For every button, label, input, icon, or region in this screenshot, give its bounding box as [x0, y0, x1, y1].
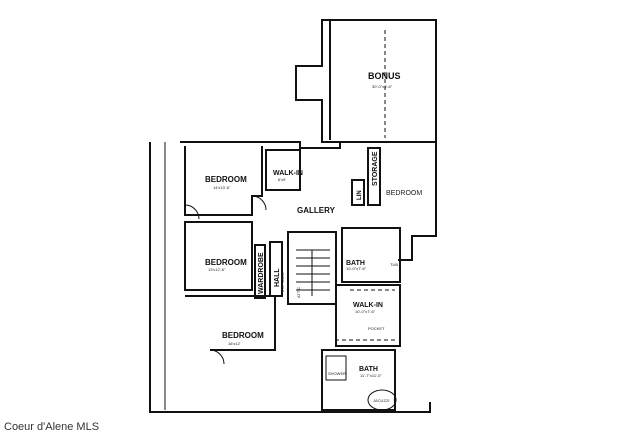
- walk-in-wall: [335, 284, 401, 347]
- attic-label: ATTIC: [296, 287, 301, 298]
- tub-label: TUB: [390, 262, 398, 267]
- walk-in-wall: [265, 149, 301, 191]
- door-swing: [209, 349, 225, 365]
- door-swing: [184, 204, 200, 220]
- linen-wall: [351, 179, 365, 206]
- storage-wall: [367, 147, 381, 206]
- exterior-wall: [149, 142, 431, 413]
- exterior-wall: [180, 141, 437, 261]
- walk-in-2-label: WALK-IN: [353, 302, 383, 309]
- bedroom-2-label: BEDROOM: [205, 258, 247, 267]
- bedroom-3-label: BEDROOM: [386, 190, 422, 197]
- walk-in-2-dims: 10'-0"x7'-6": [355, 309, 376, 314]
- shower-outline: [325, 355, 347, 381]
- gallery-label: GALLERY: [297, 206, 336, 215]
- lin-label: LIN: [357, 190, 363, 200]
- bedroom-4-label: BEDROOM: [222, 331, 264, 340]
- bedroom-2-dims: 13'x12'-6": [208, 267, 226, 272]
- exterior-wall: [184, 146, 263, 216]
- shower-label: SHOWER: [328, 371, 346, 376]
- stair-tread: [296, 249, 330, 291]
- door-swing: [251, 195, 267, 211]
- hall-dims: 3'-6" WIDE: [280, 272, 285, 292]
- bonus-room-wall: [295, 19, 437, 143]
- bedroom-1-dims: 14'x13'-6": [213, 185, 231, 190]
- mls-watermark: Coeur d'Alene MLS: [4, 421, 99, 433]
- bedroom-4-dims: 16'x12': [228, 341, 241, 346]
- walk-in-1-dims: 6'x9': [278, 177, 286, 182]
- wardrobe-wall: [254, 244, 266, 299]
- walk-in-1-label: WALK-IN: [273, 170, 303, 177]
- jacuzzi-label: JACUZZI: [373, 398, 389, 403]
- bath-wall: [321, 349, 396, 411]
- bonus-label: BONUS: [368, 71, 401, 81]
- bonus-dims: 30'-0"x8'-6": [372, 84, 393, 89]
- bedroom-wall: [184, 221, 253, 291]
- bath-wall: [341, 227, 401, 283]
- bath-2-label: BATH: [359, 366, 378, 373]
- bath-1-dims: 10'-0"x7'-6": [346, 266, 367, 271]
- hall-wall: [269, 241, 283, 297]
- bedroom-1-label: BEDROOM: [205, 175, 247, 184]
- storage-label: STORAGE: [372, 151, 379, 186]
- wardrobe-label: WARDROBE: [258, 252, 265, 294]
- bedroom-wall: [185, 295, 276, 351]
- pocket-label: POCKET: [368, 326, 385, 331]
- bath-2-dims: 11'-7"x11'-0": [360, 373, 382, 378]
- bath-1-label: BATH: [346, 260, 365, 267]
- jacuzzi-outline: [367, 389, 397, 411]
- hall-label: HALL: [274, 268, 281, 287]
